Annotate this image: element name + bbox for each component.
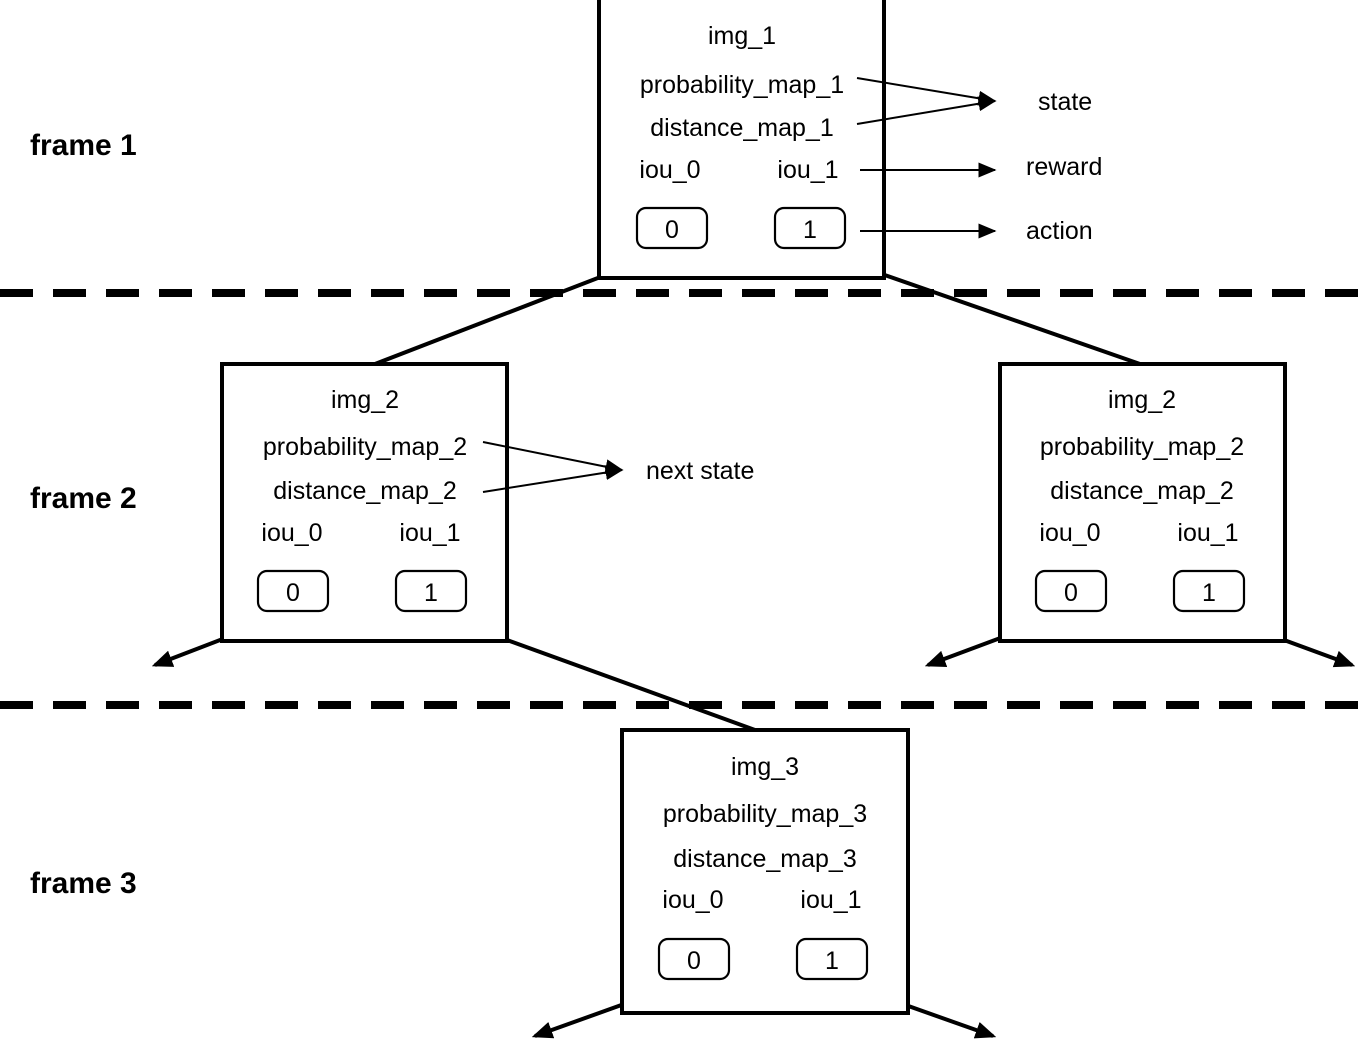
frame-2-left-action-chip-0[interactable]: 0 [256, 569, 330, 613]
arrow-distance-map-2-to-next-state [482, 465, 624, 493]
frame-3-node[interactable]: img_3 probability_map_3 distance_map_3 i… [620, 728, 910, 1015]
frame-2-right-action-chip-1-value: 1 [1202, 579, 1216, 607]
frame-1-action-chip-1-box [773, 206, 847, 250]
frame-2-right-action-chip-0[interactable]: 0 [1034, 569, 1108, 613]
arrow-probability-map-2-to-next-state [482, 441, 624, 475]
frame-2-left-distance-map-label: distance_map_2 [273, 477, 456, 505]
frame-1-label: frame 1 [30, 129, 137, 162]
frame-1-action-chip-0[interactable]: 0 [635, 206, 709, 250]
frame-2-right-distance-map-label: distance_map_2 [1050, 477, 1233, 505]
frame-2-node-right[interactable]: img_2 probability_map_2 distance_map_2 i… [998, 362, 1287, 643]
frame-1-iou-0-label: iou_0 [639, 156, 700, 184]
frame-2-right-action-chip-0-value: 0 [1064, 579, 1078, 607]
frame-2-left-iou-0-label: iou_0 [261, 519, 322, 547]
annotation-action: action [1026, 217, 1093, 245]
frame-3-iou-1-label: iou_1 [800, 886, 861, 914]
annotation-next-state: next state [646, 457, 754, 485]
frame-3-action-chip-1-box [795, 937, 869, 981]
annotation-state: state [1038, 88, 1092, 116]
frame-1-iou-1-label: iou_1 [777, 156, 838, 184]
frame-2-right-action-chip-1[interactable]: 1 [1172, 569, 1246, 613]
frame-2-left-action-chip-1-value: 1 [424, 579, 438, 607]
frame-2-right-iou-1-label: iou_1 [1177, 519, 1238, 547]
frame-3-action-chip-1-value: 1 [825, 947, 839, 975]
frame-1-img-label: img_1 [708, 22, 776, 50]
frame-2-left-action-chip-0-value: 0 [286, 579, 300, 607]
frame-1-action-chip-1-value: 1 [803, 216, 817, 244]
frame-1-distance-map-label: distance_map_1 [650, 114, 833, 142]
frame-3-img-label: img_3 [731, 753, 799, 781]
annotation-reward: reward [1026, 153, 1102, 181]
frame-2-label: frame 2 [30, 482, 137, 515]
frame-3-distance-map-label: distance_map_3 [673, 845, 856, 873]
frame-2-right-action-chip-0-box [1034, 569, 1108, 613]
frame-3-action-chip-0-value: 0 [687, 947, 701, 975]
arrow-probability-map-to-state [856, 77, 997, 106]
frame-1-action-chip-1[interactable]: 1 [773, 206, 847, 250]
frame-2-left-iou-1-label: iou_1 [399, 519, 460, 547]
frame-2-right-iou-0-label: iou_0 [1039, 519, 1100, 547]
frame-1-action-chip-0-box [635, 206, 709, 250]
frame-2-left-probability-map-label: probability_map_2 [263, 433, 467, 461]
frame-3-action-chip-0[interactable]: 0 [657, 937, 731, 981]
frame-3-iou-0-label: iou_0 [662, 886, 723, 914]
arrow-distance-map-to-state [856, 96, 997, 125]
frame-3-action-chip-0-box [657, 937, 731, 981]
frame-2-right-img-label: img_2 [1108, 386, 1176, 414]
frame-2-node-left[interactable]: img_2 probability_map_2 distance_map_2 i… [220, 362, 509, 643]
frame-2-left-action-chip-0-box [256, 569, 330, 613]
frame-1-action-chip-0-value: 0 [665, 216, 679, 244]
frame-3-action-chip-1[interactable]: 1 [795, 937, 869, 981]
frame-1-probability-map-label: probability_map_1 [640, 71, 844, 99]
frame-3-label: frame 3 [30, 867, 137, 900]
frame-2-right-probability-map-label: probability_map_2 [1040, 433, 1244, 461]
frame-2-left-action-chip-1[interactable]: 1 [394, 569, 468, 613]
frame-2-left-action-chip-1-box [394, 569, 468, 613]
frame-2-right-action-chip-1-box [1172, 569, 1246, 613]
frame-2-left-img-label: img_2 [331, 386, 399, 414]
frame-1-node[interactable]: img_1 probability_map_1 distance_map_1 i… [597, 0, 886, 280]
frame-3-probability-map-label: probability_map_3 [663, 800, 867, 828]
